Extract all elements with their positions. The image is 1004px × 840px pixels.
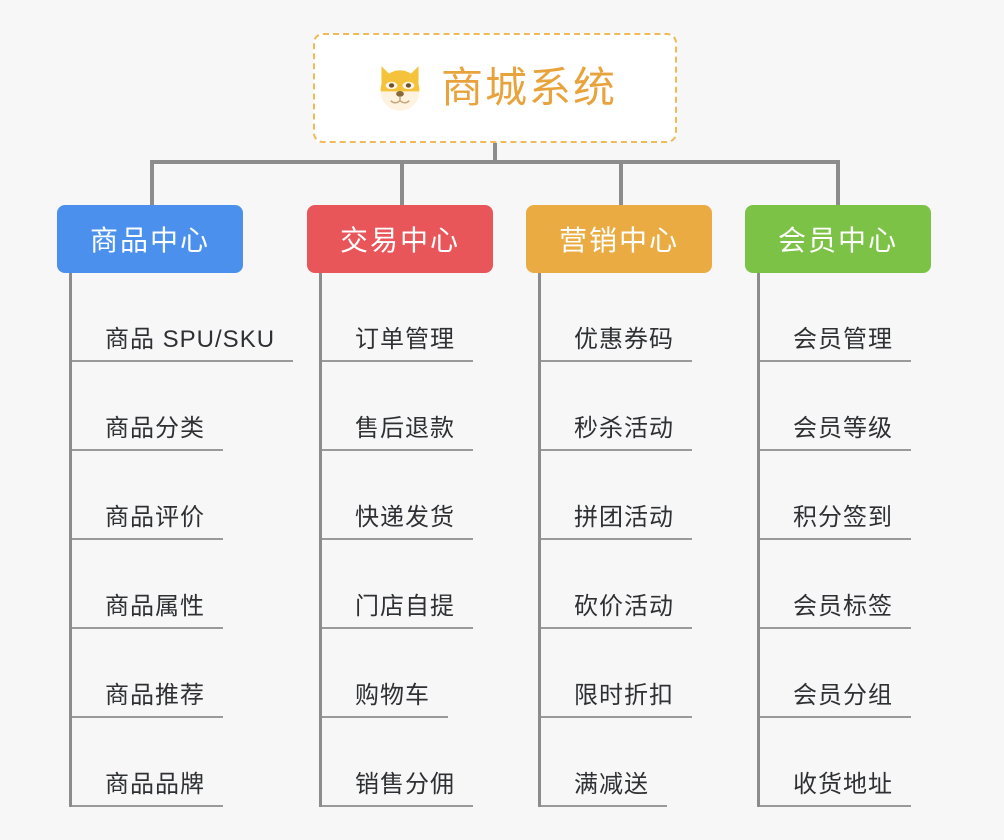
list-item[interactable]: 购物车 [322,629,493,718]
list-item[interactable]: 商品属性 [72,540,293,629]
leaf-label: 会员标签 [793,593,893,620]
shiba-dog-face-icon [380,66,420,111]
list-item[interactable]: 商品 SPU/SKU [72,273,294,362]
leaf-label: 商品品牌 [105,771,205,798]
column-member-center: 会员中心 会员管理 会员等级 积分签到 会员标签 会员分组 收货地址 [745,205,931,807]
list-item[interactable]: 会员标签 [760,540,931,629]
leaf-list-marketing-center: 优惠券码 秒杀活动 拼团活动 砍价活动 限时折扣 满减送 [538,273,712,807]
leaf-label: 会员等级 [793,415,893,442]
list-item[interactable]: 订单管理 [322,273,493,362]
list-item[interactable]: 满减送 [541,718,712,807]
category-box-member-center[interactable]: 会员中心 [745,205,931,273]
leaf-label: 砍价活动 [574,593,674,620]
connector-horizontal-bus [150,160,840,164]
leaf-label: 满减送 [574,771,649,798]
category-box-marketing-center[interactable]: 营销中心 [526,205,712,273]
column-trade-center: 交易中心 订单管理 售后退款 快递发货 门店自提 购物车 销售分佣 [307,205,493,807]
leaf-label: 商品推荐 [105,682,205,709]
category-box-trade-center[interactable]: 交易中心 [307,205,493,273]
leaf-label: 购物车 [355,682,430,709]
leaf-list-trade-center: 订单管理 售后退款 快递发货 门店自提 购物车 销售分佣 [319,273,493,807]
leaf-label: 拼团活动 [574,504,674,531]
list-item[interactable]: 会员等级 [760,362,931,451]
list-item[interactable]: 商品分类 [72,362,293,451]
list-item[interactable]: 秒杀活动 [541,362,712,451]
column-marketing-center: 营销中心 优惠券码 秒杀活动 拼团活动 砍价活动 限时折扣 满减送 [526,205,712,807]
leaf-list-member-center: 会员管理 会员等级 积分签到 会员标签 会员分组 收货地址 [757,273,931,807]
connector-drop-product-center [150,160,154,205]
leaf-label: 商品属性 [105,593,205,620]
list-item[interactable]: 拼团活动 [541,451,712,540]
leaf-label: 秒杀活动 [574,415,674,442]
column-product-center: 商品中心 商品 SPU/SKU 商品分类 商品评价 商品属性 商品推荐 商品品牌 [57,205,294,807]
leaf-label: 优惠券码 [574,326,674,353]
list-item[interactable]: 商品推荐 [72,629,293,718]
category-label: 商品中心 [89,225,210,256]
list-item[interactable]: 收货地址 [760,718,931,807]
leaf-label: 商品评价 [105,504,205,531]
list-item[interactable]: 砍价活动 [541,540,712,629]
list-item[interactable]: 门店自提 [322,540,493,629]
leaf-label: 快递发货 [355,504,455,531]
category-label: 交易中心 [339,225,460,256]
category-label: 营销中心 [558,225,679,256]
connector-root-stem [493,143,497,164]
list-item[interactable]: 限时折扣 [541,629,712,718]
list-item[interactable]: 销售分佣 [322,718,493,807]
leaf-list-product-center: 商品 SPU/SKU 商品分类 商品评价 商品属性 商品推荐 商品品牌 [69,273,294,807]
leaf-label: 会员管理 [793,326,893,353]
category-box-product-center[interactable]: 商品中心 [57,205,243,273]
category-label: 会员中心 [777,225,898,256]
leaf-label: 订单管理 [355,326,455,353]
list-item[interactable]: 商品品牌 [72,718,293,807]
root-node[interactable]: 商城系统 [313,33,677,143]
connector-drop-member-center [836,160,840,205]
leaf-label: 积分签到 [793,504,893,531]
leaf-label: 限时折扣 [574,682,674,709]
root-title: 商城系统 [440,64,617,111]
list-item[interactable]: 商品评价 [72,451,293,540]
list-item[interactable]: 会员管理 [760,273,931,362]
leaf-label: 售后退款 [355,415,455,442]
leaf-label: 商品 SPU/SKU [105,326,276,353]
list-item[interactable]: 积分签到 [760,451,931,540]
leaf-label: 商品分类 [105,415,205,442]
leaf-label: 会员分组 [793,682,893,709]
list-item[interactable]: 优惠券码 [541,273,712,362]
list-item[interactable]: 售后退款 [322,362,493,451]
leaf-label: 门店自提 [355,593,455,620]
connector-drop-marketing-center [619,160,623,205]
connector-drop-trade-center [400,160,404,205]
list-item[interactable]: 快递发货 [322,451,493,540]
leaf-label: 销售分佣 [355,771,455,798]
leaf-label: 收货地址 [793,771,893,798]
list-item[interactable]: 会员分组 [760,629,931,718]
